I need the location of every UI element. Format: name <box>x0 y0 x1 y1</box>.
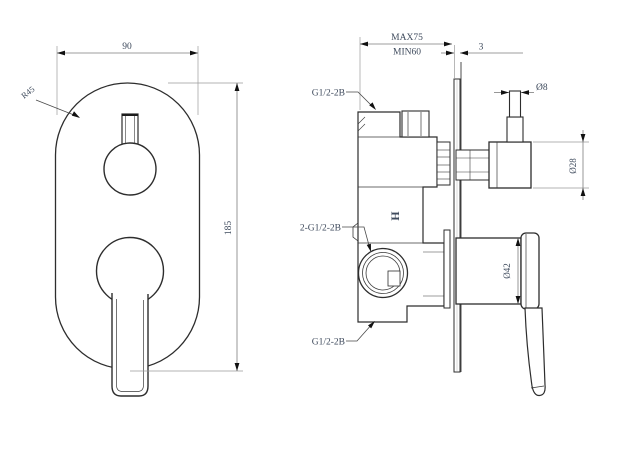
dimension-depth-max75-min60: MAX75 MIN60 <box>359 33 455 110</box>
arrowhead <box>460 50 468 56</box>
arrowhead <box>368 321 375 329</box>
arrowhead <box>369 102 376 110</box>
arrowhead <box>57 50 65 56</box>
dimension-knob-dia28: Ø28 <box>533 130 589 200</box>
arrowhead <box>515 296 521 304</box>
arrowhead <box>360 41 368 47</box>
dim-handle-text: Ø42 <box>502 263 512 279</box>
arrowhead <box>366 243 371 252</box>
dim-min-text: MIN60 <box>393 48 421 58</box>
dimension-handle-dia42: Ø42 <box>502 238 521 304</box>
dim-knob-text: Ø28 <box>568 158 578 174</box>
arrowhead <box>234 363 240 371</box>
arrowhead <box>190 50 198 56</box>
callout-top-port: G1/2-2B <box>312 89 376 110</box>
dim-height-text: 185 <box>224 221 234 236</box>
hot-marking-text: H <box>388 211 402 221</box>
wall-plate-section <box>453 62 462 373</box>
lever-front <box>111 293 149 397</box>
diverter-stem-front <box>121 113 139 147</box>
dim-plate-text: 3 <box>479 43 484 53</box>
mixer-handle-side <box>455 232 546 397</box>
top-port-nipple <box>401 110 430 138</box>
radius-text: R45 <box>19 84 36 101</box>
front-view <box>54 82 201 397</box>
section-view: H <box>352 62 546 397</box>
arrowhead <box>444 41 452 47</box>
arrowhead <box>71 111 80 118</box>
top-port-text: G1/2-2B <box>312 89 345 99</box>
bottom-port-text: G1/2-2B <box>312 338 345 348</box>
arrowhead <box>234 83 240 91</box>
arrowhead <box>580 134 586 142</box>
dim-max-text: MAX75 <box>391 33 423 43</box>
side-outlet-boss <box>357 247 409 299</box>
diverter-knob-side <box>455 90 532 189</box>
dimension-plate-thickness-3: 3 <box>441 43 523 56</box>
arrowhead <box>515 238 521 246</box>
arrowhead <box>501 90 509 95</box>
side-ports-text: 2-G1/2-2B <box>300 224 341 234</box>
handle-cartridge-shaft <box>423 229 451 309</box>
dimension-width-90: 90 <box>56 42 199 115</box>
callout-bottom-port: G1/2-2B <box>312 321 375 348</box>
dim-width-text: 90 <box>122 42 132 52</box>
diverter-knob-circle <box>103 142 157 196</box>
dim-stem-text: Ø8 <box>536 83 548 93</box>
lever-side <box>524 307 546 397</box>
callout-side-ports: 2-G1/2-2B <box>300 224 371 252</box>
dimension-stem-dia8: Ø8 <box>494 83 548 95</box>
dimension-height-185: 185 <box>130 82 243 372</box>
diverter-cartridge-collar <box>436 141 451 186</box>
arrowhead <box>521 90 529 95</box>
arrowhead <box>580 188 586 196</box>
valve-body-details <box>352 116 423 244</box>
arrowhead <box>446 50 454 56</box>
